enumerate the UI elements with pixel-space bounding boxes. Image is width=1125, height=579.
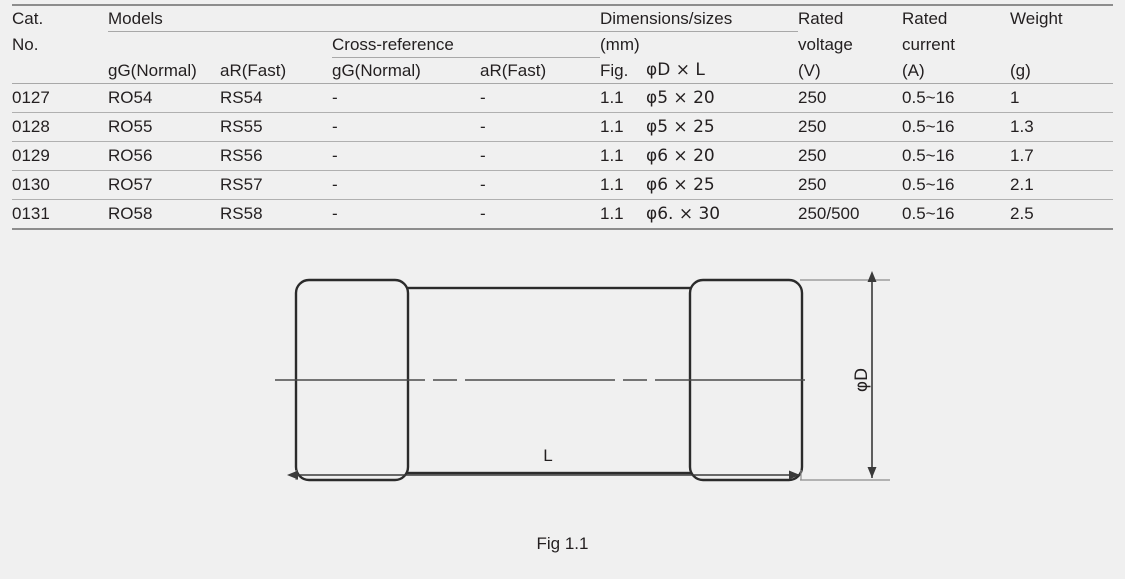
cell-xref-gg: - xyxy=(332,170,480,200)
cell-size: φ6. × 30 xyxy=(646,199,799,230)
header-models-group: Models xyxy=(108,4,600,32)
cell-rated-current: 0.5~16 xyxy=(902,199,1011,230)
cell-xref-gg: - xyxy=(332,141,480,171)
header-rated-current-line2: current xyxy=(902,34,955,54)
cell-rated-current: 0.5~16 xyxy=(902,170,1011,200)
cell-xref-ar: - xyxy=(480,170,600,200)
header-models-spacer xyxy=(108,32,332,58)
specification-table-container: Cat. Models Dimensions/sizes Rated Rated… xyxy=(12,4,1114,230)
table-header-row-3: gG(Normal) aR(Fast) gG(Normal) aR(Fast) … xyxy=(12,57,1114,84)
header-rated-current-unit: (A) xyxy=(902,57,1011,84)
header-xref-gg: gG(Normal) xyxy=(332,57,480,84)
cell-weight: 1.7 xyxy=(1010,141,1114,171)
cell-fig: 1.1 xyxy=(600,170,646,200)
cell-fig: 1.1 xyxy=(600,199,646,230)
cell-size: φ6 × 20 xyxy=(646,141,799,171)
table-row: 0127 RO54 RS54 - - 1.1 φ5 × 20 250 0.5~1… xyxy=(12,83,1114,113)
table-row: 0128 RO55 RS55 - - 1.1 φ5 × 25 250 0.5~1… xyxy=(12,112,1114,142)
header-models-gg: gG(Normal) xyxy=(108,57,220,84)
cell-size: φ5 × 25 xyxy=(646,112,799,142)
cell-fig: 1.1 xyxy=(600,141,646,171)
cell-rated-current: 0.5~16 xyxy=(902,83,1011,113)
cell-models-ar: RS54 xyxy=(220,83,332,113)
header-weight-unit: (g) xyxy=(1010,57,1114,84)
cell-rated-voltage: 250 xyxy=(798,83,903,113)
table-header-row-1: Cat. Models Dimensions/sizes Rated Rated… xyxy=(12,4,1114,32)
fuse-drawing-svg: φD L xyxy=(275,271,890,482)
cell-xref-gg: - xyxy=(332,112,480,142)
cell-cat-no: 0129 xyxy=(12,141,108,171)
cell-cat-no: 0131 xyxy=(12,199,108,230)
cell-models-ar: RS56 xyxy=(220,141,332,171)
cell-rated-current: 0.5~16 xyxy=(902,141,1011,171)
header-xref-ar: aR(Fast) xyxy=(480,57,600,84)
header-cat-no-line1: Cat. xyxy=(12,4,108,32)
cell-models-gg: RO58 xyxy=(108,199,220,230)
cell-cat-no: 0127 xyxy=(12,83,108,113)
cell-rated-voltage: 250 xyxy=(798,170,903,200)
cell-models-gg: RO54 xyxy=(108,83,220,113)
header-weight-line1: Weight xyxy=(1010,4,1114,32)
cell-weight: 1 xyxy=(1010,83,1114,113)
cell-weight: 2.1 xyxy=(1010,170,1114,200)
cell-rated-voltage: 250 xyxy=(798,141,903,171)
cell-xref-gg: - xyxy=(332,83,480,113)
table-row: 0131 RO58 RS58 - - 1.1 φ6. × 30 250/500 … xyxy=(12,199,1114,230)
header-models-ar: aR(Fast) xyxy=(220,57,332,84)
cell-weight: 2.5 xyxy=(1010,199,1114,230)
figure-caption: Fig 1.1 xyxy=(536,534,589,553)
cell-cat-no: 0130 xyxy=(12,170,108,200)
cell-models-gg: RO57 xyxy=(108,170,220,200)
header-dimensions-group-line1: Dimensions/sizes xyxy=(600,4,799,32)
header-cat-no-spacer xyxy=(12,57,108,84)
fuse-dimension-drawing: φD L Fig 1.1 xyxy=(0,258,1125,579)
specification-table: Cat. Models Dimensions/sizes Rated Rated… xyxy=(12,4,1114,230)
header-dimensions-group-line2: (mm) xyxy=(600,35,640,54)
header-cross-reference-group: Cross-reference xyxy=(332,31,600,58)
cell-rated-current: 0.5~16 xyxy=(902,112,1011,142)
header-phi-d-x-l: φD × L xyxy=(646,57,799,84)
header-rated-voltage-line2: voltage xyxy=(798,34,853,54)
table-header-row-2: No. Cross-reference (mm) voltage current xyxy=(12,31,1113,58)
cell-models-ar: RS55 xyxy=(220,112,332,142)
header-weight-spacer xyxy=(1010,32,1113,58)
cell-size: φ5 × 20 xyxy=(646,83,799,113)
cell-xref-ar: - xyxy=(480,199,600,230)
table-row: 0130 RO57 RS57 - - 1.1 φ6 × 25 250 0.5~1… xyxy=(12,170,1114,200)
diameter-label: φD xyxy=(852,368,872,392)
cell-xref-ar: - xyxy=(480,141,600,171)
cell-models-ar: RS58 xyxy=(220,199,332,230)
cell-xref-gg: - xyxy=(332,199,480,230)
cell-rated-voltage: 250 xyxy=(798,112,903,142)
cell-rated-voltage: 250/500 xyxy=(798,199,903,230)
length-label: L xyxy=(543,446,552,465)
cell-models-gg: RO56 xyxy=(108,141,220,171)
header-rated-voltage-line1: Rated xyxy=(798,4,903,32)
cell-fig: 1.1 xyxy=(600,112,646,142)
cell-models-ar: RS57 xyxy=(220,170,332,200)
header-cat-no-line2: No. xyxy=(12,34,39,54)
cell-weight: 1.3 xyxy=(1010,112,1114,142)
header-fig: Fig. xyxy=(600,57,646,84)
table-row: 0129 RO56 RS56 - - 1.1 φ6 × 20 250 0.5~1… xyxy=(12,141,1114,171)
cell-size: φ6 × 25 xyxy=(646,170,799,200)
cell-xref-ar: - xyxy=(480,83,600,113)
cell-models-gg: RO55 xyxy=(108,112,220,142)
header-rated-voltage-unit: (V) xyxy=(798,57,903,84)
cell-fig: 1.1 xyxy=(600,83,646,113)
cell-xref-ar: - xyxy=(480,112,600,142)
cell-cat-no: 0128 xyxy=(12,112,108,142)
header-rated-current-line1: Rated xyxy=(902,4,1011,32)
